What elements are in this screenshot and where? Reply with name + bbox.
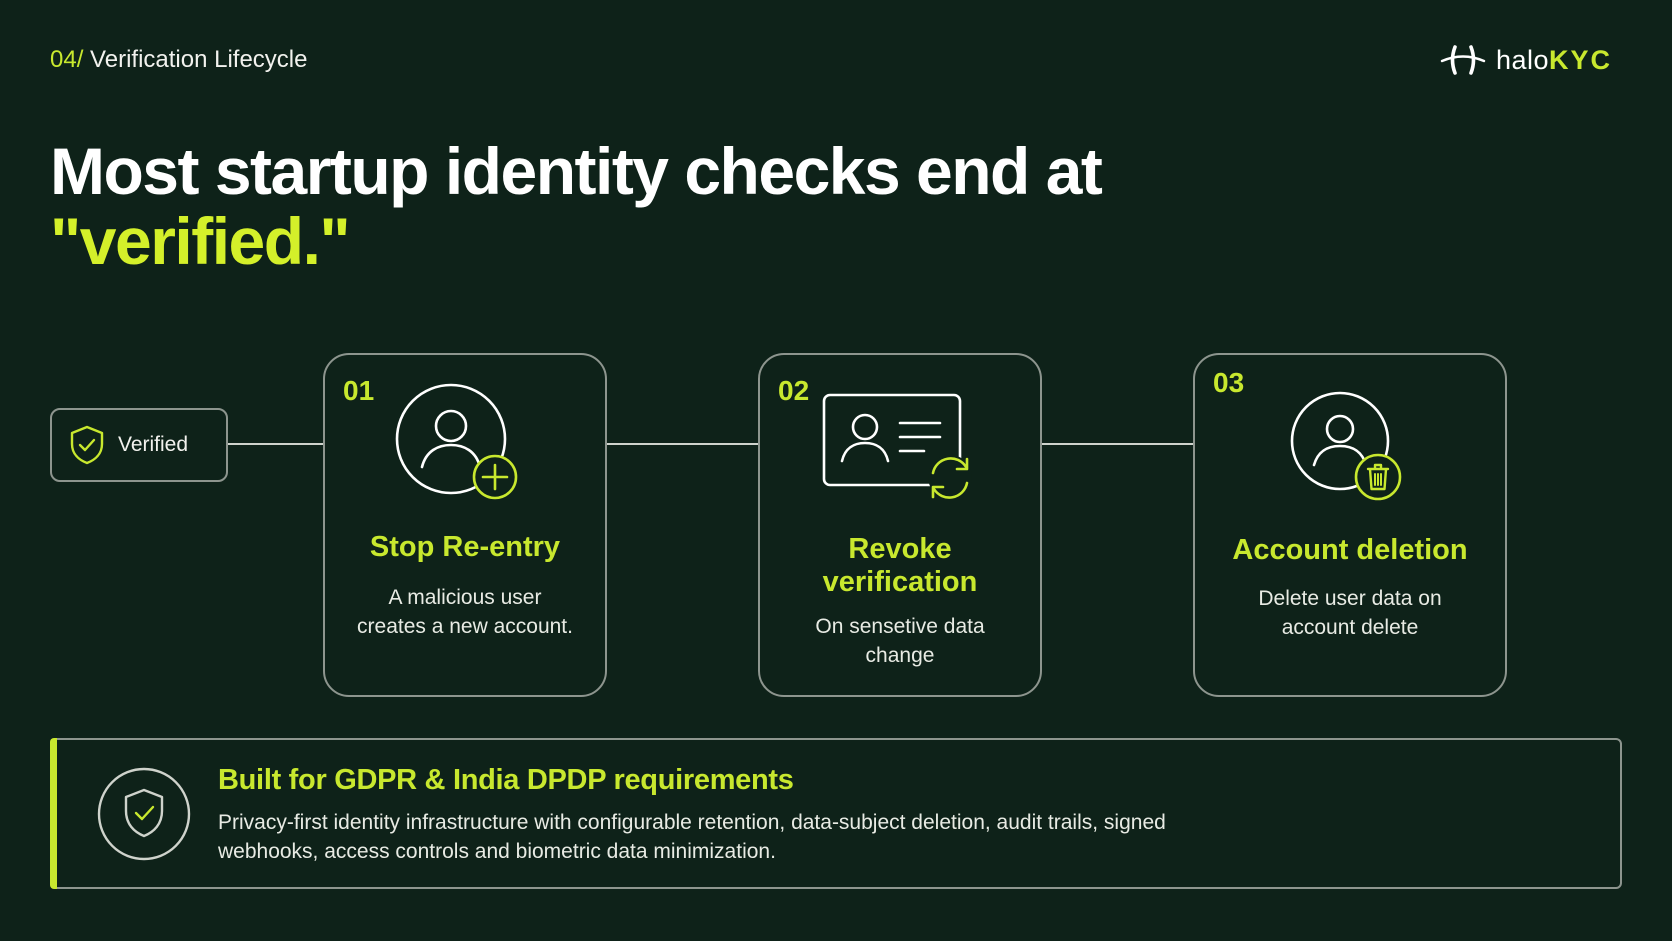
user-delete-icon — [1290, 391, 1402, 501]
step-description: A malicious user creates a new account. — [357, 586, 573, 638]
user-add-icon — [395, 383, 518, 500]
step-description: Delete user data on account delete — [1258, 587, 1442, 639]
banner-description: Privacy-first identity infrastructure wi… — [218, 811, 1166, 863]
banner-title: Built for GDPR & India DPDP requirements — [218, 764, 794, 796]
connector-line — [606, 443, 760, 445]
step-number: 02 — [778, 375, 810, 406]
step-description: On sensetive data change — [815, 615, 985, 667]
brand-wordmark: haloKYC — [1495, 44, 1612, 75]
section-title: Verification Lifecycle — [90, 46, 308, 73]
shield-check-icon — [97, 767, 191, 861]
headline-line-1: Most startup identity checks end at — [50, 134, 1103, 208]
step-number: 03 — [1213, 367, 1245, 398]
section-number: 04/ — [50, 46, 84, 73]
accent-bar — [50, 738, 57, 889]
id-card-refresh-icon — [822, 393, 972, 499]
step-card-revoke-verification: 02 Revoke verification On sensetive data… — [758, 353, 1042, 697]
step-card-stop-reentry: 01 Stop Re-entry A malicious user create… — [323, 353, 607, 697]
headline-line-2: "verified." — [50, 204, 351, 278]
verified-label: Verified — [118, 433, 189, 456]
step-number: 01 — [343, 375, 375, 406]
step-card-account-deletion: 03 Account deletion Delete user data on … — [1193, 353, 1507, 697]
page-headline: Most startup identity checks end at "ver… — [50, 134, 1103, 278]
connector-line — [1041, 443, 1195, 445]
step-title: Stop Re-entry — [369, 531, 561, 563]
connector-line — [228, 443, 324, 445]
halo-h-logo-icon — [1440, 45, 1486, 75]
brand-logo: haloKYC — [1438, 44, 1612, 76]
shield-check-icon — [70, 425, 104, 465]
step-title: Revoke verification — [822, 533, 978, 598]
verified-badge: Verified — [50, 408, 228, 482]
breadcrumb: 04/ Verification Lifecycle — [50, 46, 308, 74]
compliance-banner: Built for GDPR & India DPDP requirements… — [50, 738, 1622, 889]
step-title: Account deletion — [1232, 534, 1468, 566]
